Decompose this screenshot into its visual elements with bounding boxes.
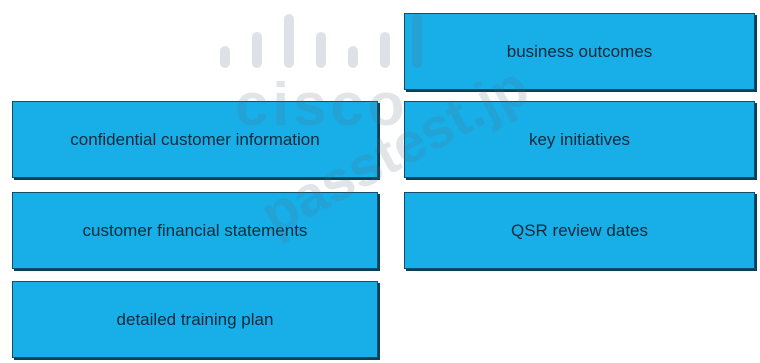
card-confidential-customer-information[interactable]: confidential customer information bbox=[12, 101, 378, 178]
card-business-outcomes[interactable]: business outcomes bbox=[404, 13, 755, 90]
card-qsr-review-dates[interactable]: QSR review dates bbox=[404, 192, 755, 269]
card-key-initiatives[interactable]: key initiatives bbox=[404, 101, 755, 178]
card-label: confidential customer information bbox=[70, 129, 320, 149]
cisco-logo-watermark: cisco bbox=[235, 71, 409, 138]
cisco-logo-bars-watermark bbox=[220, 14, 422, 68]
card-label: QSR review dates bbox=[511, 220, 648, 240]
card-label: business outcomes bbox=[506, 41, 653, 61]
card-label: detailed training plan bbox=[116, 309, 274, 329]
card-detailed-training-plan[interactable]: detailed training plan bbox=[12, 281, 378, 358]
card-label: customer financial statements bbox=[82, 220, 308, 240]
card-label: key initiatives bbox=[528, 129, 631, 149]
card-customer-financial-statements[interactable]: customer financial statements bbox=[12, 192, 378, 269]
